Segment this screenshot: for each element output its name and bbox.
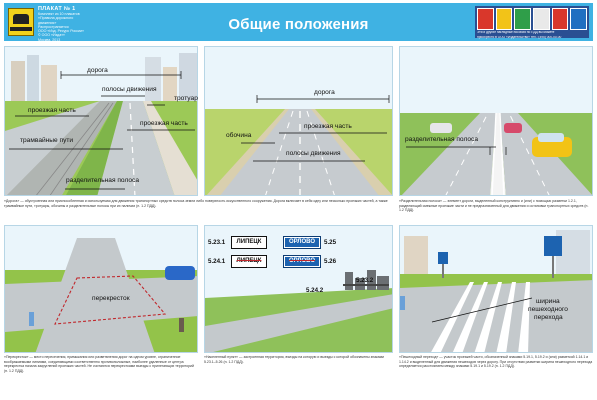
- poster-header: ПЛАКАТ № 1 Комплект из 10 плакатов «Прав…: [4, 3, 593, 42]
- panel-divider: разделительная полоса «Разделительная по…: [399, 46, 593, 218]
- label-divider: разделительная полоса: [66, 177, 139, 184]
- label-road: дорога: [314, 89, 335, 96]
- definition-caption: «Дорога» — обустроенная или приспособлен…: [4, 199, 388, 208]
- sign-settlement-end: ЛИПЕЦК: [231, 255, 267, 268]
- sign-number: 5.24.1: [208, 258, 226, 265]
- label-carriageway: проезжая часть: [304, 123, 352, 130]
- book-cover-image: [551, 8, 569, 30]
- illustration-divider: [399, 46, 593, 196]
- publisher-info-line: Распространяется: [38, 24, 69, 29]
- illustration-crosswalk: [399, 225, 593, 353]
- panel-settlement: 5.23.1 ЛИПЕЦК ОРЛОВО 5.25 5.24.1 ЛИПЕЦК …: [204, 225, 393, 397]
- label-crosswalk-width: ширина: [536, 298, 560, 305]
- catalog-ad: Эти и другие наглядные пособия по ПДД вы…: [475, 6, 589, 39]
- illustration-city-road: [4, 46, 198, 196]
- book-cover-image: [533, 8, 550, 30]
- publisher-info-line: «Правила дорожного: [38, 16, 74, 21]
- catalog-blurb-line: приобрести в ООО «Издательство» тел.: (4…: [477, 35, 562, 39]
- panel-road-city: дорога полосы движения тротуар проезжая …: [4, 46, 388, 218]
- illustration-country-road: [204, 46, 393, 196]
- definition-caption: «Пешеходный переход» — участок проезжей …: [399, 355, 593, 369]
- definition-caption: «Разделительная полоса» — элемент дороги…: [399, 199, 589, 213]
- book-cover-image: [495, 8, 513, 30]
- panel-crosswalk: ширина пешеходного перехода «Пешеходный …: [399, 225, 593, 397]
- poster-code: ПЛАКАТ № 1: [38, 6, 76, 12]
- label-crosswalk-width: пешеходного: [528, 306, 568, 313]
- label-carriageway: проезжая часть: [140, 120, 188, 127]
- label-intersection: перекресток: [92, 295, 130, 302]
- publisher-info-line: ООО «Изд. Ресурс России»: [38, 29, 85, 34]
- label-divider: разделительная полоса: [405, 136, 478, 143]
- label-road: дорога: [87, 67, 108, 74]
- label-lanes: полосы движения: [102, 86, 157, 93]
- label-carriageway: проезжая часть: [28, 107, 76, 114]
- sign-number: 5.26: [324, 258, 337, 265]
- book-cover-image: [477, 8, 494, 30]
- poster-title: Общие положения: [228, 16, 369, 33]
- sign-number: 5.24.2: [306, 287, 324, 294]
- sign-settlement-start: ЛИПЕЦК: [231, 236, 267, 249]
- sign-settlement-start-blue: ОРЛОВО: [283, 236, 321, 249]
- book-cover-image: [514, 8, 532, 30]
- sign-settlement-end-blue: ОРЛОВО: [283, 255, 321, 268]
- label-crosswalk-width: перехода: [534, 314, 563, 321]
- publisher-info-line: движения»: [38, 20, 57, 25]
- label-tram-tracks: трамвайные пути: [20, 137, 74, 144]
- definition-caption: «Перекресток» — место пересечения, примы…: [4, 355, 194, 373]
- label-sidewalk: тротуар: [174, 95, 198, 102]
- sign-number: 5.23.2: [356, 277, 374, 284]
- publisher-info: ПЛАКАТ № 1 Комплект из 10 плакатов «Прав…: [38, 6, 148, 42]
- panel-intersection: перекресток «Перекресток» — место пересе…: [4, 225, 198, 397]
- sign-number: 5.25: [324, 239, 337, 246]
- car-image: [430, 123, 452, 133]
- label-shoulder: обочина: [226, 132, 252, 139]
- publisher-info-line: Москва, 2013: [38, 37, 61, 42]
- publisher-info-line: © ООО «Издат»: [38, 33, 65, 38]
- panel-road-country: дорога проезжая часть обочина полосы дви…: [204, 46, 393, 196]
- catalog-blurb-line: Эти и другие наглядные пособия по ПДД вы…: [477, 31, 555, 34]
- publisher-logo: [8, 8, 34, 36]
- publisher-info-line: Комплект из 10 плакатов: [38, 12, 80, 16]
- sign-number: 5.23.1: [208, 239, 226, 246]
- book-cover-image: [570, 8, 588, 30]
- illustration-intersection: [4, 225, 198, 353]
- definition-caption: «Населенный пункт» — застроенная террито…: [204, 355, 384, 364]
- label-lanes: полосы движения: [286, 150, 341, 157]
